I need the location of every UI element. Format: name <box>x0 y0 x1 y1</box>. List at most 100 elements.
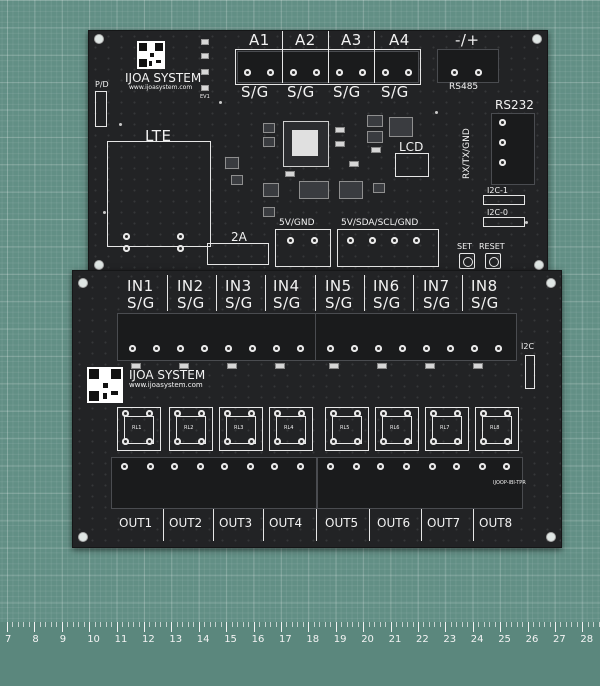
output-label-4: OUT4 <box>269 516 303 530</box>
pd-label: P/D <box>95 80 109 89</box>
relay-pin <box>504 438 511 445</box>
relay-footprint: RL4 <box>269 407 313 451</box>
terminal-hole <box>359 69 366 76</box>
relay-pin <box>454 410 461 417</box>
ruler-tick <box>500 622 502 632</box>
ruler-tick <box>555 622 556 632</box>
rs232-terminal-block <box>491 113 535 185</box>
ruler-tick <box>522 622 524 627</box>
ruler-tick <box>144 622 145 632</box>
rs232-label: RS232 <box>495 98 534 112</box>
input-sg-7: S/G <box>423 294 451 312</box>
brand-label: IJOA SYSTEM <box>125 71 202 85</box>
ruler-tick <box>286 622 288 627</box>
input-sg-2: S/G <box>177 294 205 312</box>
ruler-number: 13 <box>169 634 183 645</box>
ruler-number: 18 <box>306 634 320 645</box>
ruler-number: 16 <box>251 634 265 645</box>
ruler-number: 28 <box>580 634 594 645</box>
ruler-tick <box>182 622 184 627</box>
ic-chip <box>263 207 275 217</box>
cutting-mat-ruler <box>0 622 600 686</box>
ruler-number: 12 <box>142 634 155 645</box>
qr-code-icon <box>87 367 123 403</box>
ruler-tick <box>549 622 551 627</box>
terminal-hole <box>375 345 382 352</box>
divider <box>369 509 370 541</box>
ruler-tick <box>346 622 348 627</box>
ruler-tick <box>505 622 507 627</box>
ruler-tick <box>412 622 414 627</box>
smd-part <box>425 363 435 369</box>
fuse-label: 2A <box>231 230 247 244</box>
ruler-tick <box>544 622 546 627</box>
relay-pin <box>274 410 281 417</box>
ruler-tick <box>78 622 80 627</box>
analog-label-2: A2 <box>295 31 316 49</box>
set-button[interactable] <box>459 253 475 269</box>
ruler-tick <box>478 622 480 627</box>
terminal-hole <box>273 345 280 352</box>
divider <box>216 275 217 311</box>
controller-board: IJOA SYSTEM www.ijoasystem.com EV1 P/D L… <box>88 30 548 274</box>
ruler-tick <box>324 622 326 627</box>
input-sg-3: S/G <box>225 294 253 312</box>
input-label-4: IN4 <box>273 277 300 295</box>
ruler-number: 23 <box>443 634 457 645</box>
ruler-number: 22 <box>416 634 429 645</box>
input-label-6: IN6 <box>373 277 400 295</box>
ruler-number: 9 <box>59 634 67 645</box>
set-label: SET <box>457 242 473 251</box>
ruler-tick <box>489 622 491 627</box>
ruler-tick <box>341 622 343 627</box>
terminal-hole <box>423 345 430 352</box>
relay-footprint: RL8 <box>475 407 519 451</box>
relay-pin <box>174 438 181 445</box>
analog-label-1: A1 <box>249 31 270 49</box>
relay-label: RL1 <box>132 425 142 431</box>
ruler-tick <box>198 622 200 632</box>
input-label-5: IN5 <box>325 277 352 295</box>
terminal-hole <box>247 463 254 470</box>
ruler-tick <box>456 622 458 627</box>
ruler-tick <box>100 622 102 627</box>
relay-pin <box>354 438 361 445</box>
relay-footprint: RL6 <box>375 407 419 451</box>
relay-label: RL8 <box>490 425 500 431</box>
status-led <box>201 85 209 91</box>
terminal-hole <box>479 463 486 470</box>
ruler-tick <box>253 622 255 632</box>
output-terminal-block-left <box>111 457 317 509</box>
ruler-tick <box>231 622 233 627</box>
ruler-tick <box>50 622 52 627</box>
terminal-hole <box>353 463 360 470</box>
ruler-tick <box>335 622 337 632</box>
ruler-tick <box>89 622 91 632</box>
ruler-tick <box>565 622 567 627</box>
divider <box>421 509 422 541</box>
input-label-8: IN8 <box>471 277 498 295</box>
output-label-7: OUT7 <box>427 516 461 530</box>
relay-footprint: RL5 <box>325 407 369 451</box>
ruler-tick <box>56 622 58 627</box>
terminal-hole <box>121 463 128 470</box>
relay-pin <box>354 410 361 417</box>
ruler-tick <box>418 622 419 632</box>
terminal-hole <box>503 463 510 470</box>
ev-label: EV1 <box>200 94 210 100</box>
ruler-tick <box>560 622 562 627</box>
reset-button[interactable] <box>485 253 501 269</box>
relay-pin <box>404 410 411 417</box>
ic-chip <box>225 157 239 169</box>
i2c-label: I2C <box>521 342 535 351</box>
ic-chip <box>263 183 279 197</box>
terminal-hole <box>351 345 358 352</box>
ruler-tick <box>396 622 398 627</box>
ruler-tick <box>368 622 370 627</box>
i2c1-label: I2C-1 <box>487 186 509 195</box>
ruler-tick <box>494 622 496 627</box>
rxtxgnd-label: RX/TX/GND <box>462 128 472 179</box>
terminal-hole <box>429 463 436 470</box>
terminal-hole <box>377 463 384 470</box>
analog-sg-4: S/G <box>381 83 409 101</box>
